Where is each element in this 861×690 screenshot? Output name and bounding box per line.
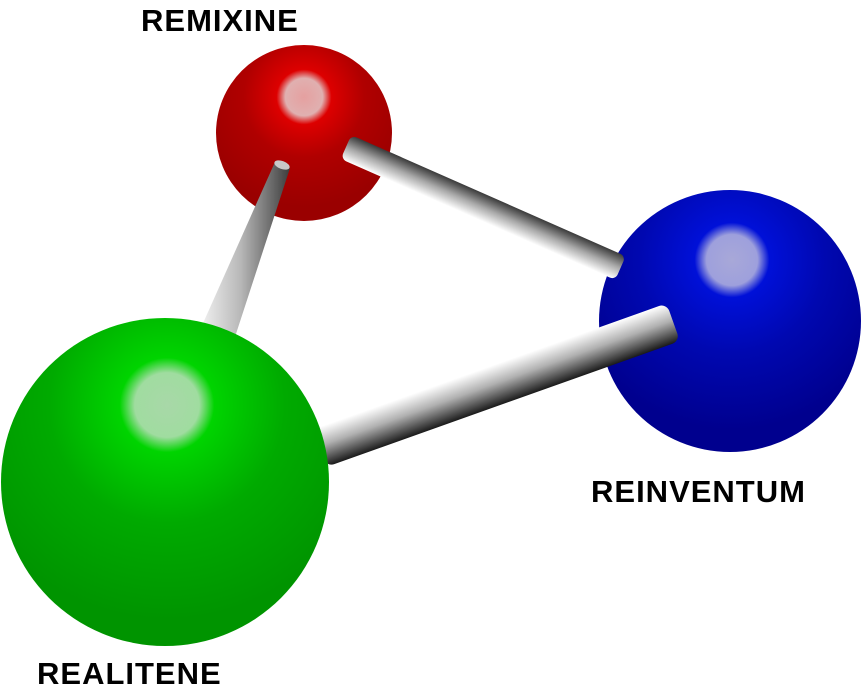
label-remixine: REMIXINE xyxy=(141,3,299,38)
edge-realitene-reinventum xyxy=(315,305,678,465)
label-reinventum: REINVENTUM xyxy=(591,474,806,509)
remixine-sphere xyxy=(216,45,392,221)
realitene-sphere xyxy=(1,318,329,646)
edge-remixine-reinventum xyxy=(342,137,624,279)
edge-remixine-realitene xyxy=(200,162,290,340)
label-realitene: REALITENE xyxy=(37,656,222,690)
reinventum-sphere xyxy=(599,190,861,452)
